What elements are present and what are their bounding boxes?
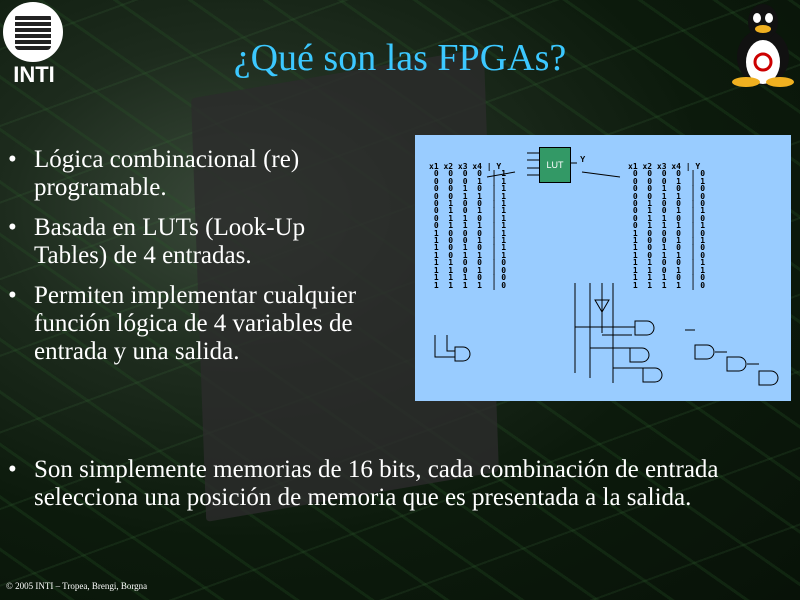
footer-copyright: © 2005 INTI – Tropea, Brengi, Borgna (6, 581, 148, 591)
lut-label: LUT (546, 160, 564, 170)
truth-table-right: x1 x2 x3 x4 | Y 0 0 0 0 | 0 0 0 0 1 | 1 … (628, 162, 706, 290)
lut-output-label: Y (580, 155, 586, 164)
lut-diagram: x1 x2 x3 x4 | Y 0 0 0 0 | 1 0 0 0 1 | 1 … (415, 135, 791, 401)
truth-table-left: x1 x2 x3 x4 | Y 0 0 0 0 | 1 0 0 0 1 | 1 … (429, 162, 507, 290)
bullet-1: Lógica combinacional (re) programable. (0, 146, 380, 202)
bullet-list-top: Lógica combinacional (re) programable. B… (0, 146, 380, 378)
tux-penguin-icon (732, 4, 794, 87)
slide-title: ¿Qué son las FPGAs? (233, 37, 567, 79)
bullet-3: Permiten implementar cualquier función l… (0, 282, 380, 366)
lut-block: LUT (539, 147, 571, 183)
bullet-list-bottom: Son simplemente memorias de 16 bits, cad… (0, 456, 800, 524)
bullet-4: Son simplemente memorias de 16 bits, cad… (0, 456, 800, 512)
bullet-2: Basada en LUTs (Look-Up Tables) de 4 ent… (0, 214, 380, 270)
inti-emblem (3, 2, 63, 62)
inti-logo-text: INTI (13, 62, 55, 87)
logic-schematic (434, 152, 779, 386)
inti-logo: INTI (3, 2, 65, 92)
